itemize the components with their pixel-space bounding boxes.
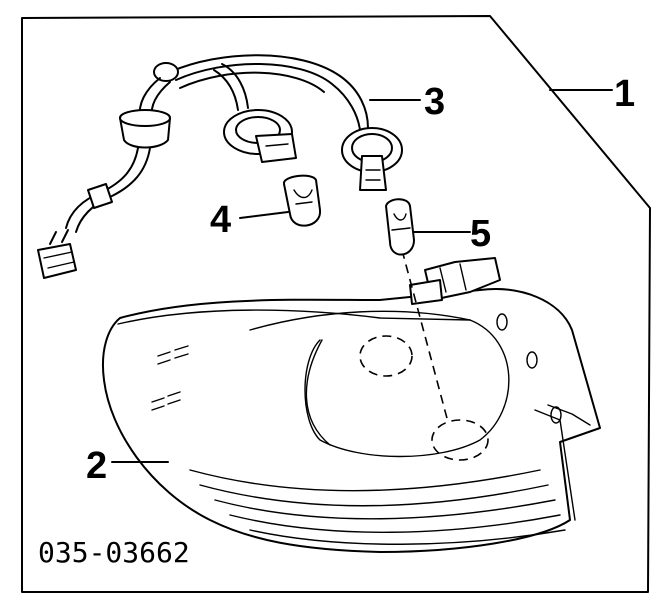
bulb-socket-3 (341, 127, 403, 191)
bulb-location-lower (431, 419, 489, 461)
callout-4: 4 (210, 199, 231, 241)
bulb-4 (283, 174, 322, 227)
part-number-label: 035-03662 (38, 536, 190, 569)
callout-3: 3 (424, 81, 445, 123)
callout-1: 1 (614, 73, 635, 115)
bulb-location-upper (359, 335, 413, 377)
wiring-harness (37, 54, 369, 279)
bulb-socket-4-holder (223, 109, 297, 163)
callout-2: 2 (86, 445, 107, 487)
bulb-5 (385, 198, 415, 256)
assembly-boundary (21, 15, 651, 593)
tail-lamp-housing (102, 257, 601, 553)
callout-5: 5 (470, 213, 491, 255)
leader-line-4 (239, 211, 289, 219)
